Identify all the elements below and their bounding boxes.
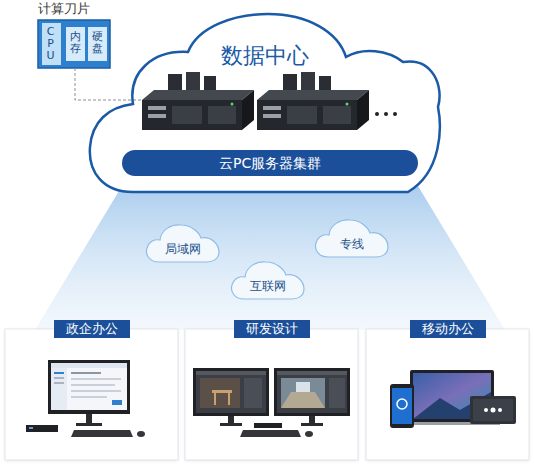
network-cloud: 局域网 [145,222,221,264]
panel-tab: 政企办公 [54,320,130,338]
blade-heading: 计算刀片 [38,1,90,17]
office-pc [26,360,145,437]
outline-path [316,220,389,257]
server-rack [142,72,254,130]
leader-line [75,68,146,100]
outline-path [90,14,440,192]
panel-tab: 研发设计 [234,320,310,338]
blade-box: 计算刀片CPU内存硬盘 [38,20,110,68]
blade-board [38,20,110,68]
scenario-panel: 政企办公 [5,329,178,460]
network-cloud: 互联网 [230,259,306,301]
network-label: 专线 [340,237,364,252]
design-workstation [193,368,350,437]
panel-ground [366,329,529,460]
bar-label: 云PC服务器集群 [219,150,321,176]
panel-tab: 移动办公 [410,320,486,338]
outline-path [232,262,305,299]
more-dots [375,112,397,116]
mobile-devices [390,370,516,428]
cluster-bar: 云PC服务器集群 [122,150,418,176]
network-label: 局域网 [165,242,201,257]
datacenter-cloud: 数据中心云PC服务器集群 [88,12,442,194]
network-cloud: 专线 [314,217,390,259]
server-rack [257,72,369,130]
chip-label: 内存 [70,31,81,55]
outline-path [147,225,220,262]
cloud-fill [90,14,440,192]
chip-label: CPU [45,26,56,62]
cloud-title: 数据中心 [221,42,309,70]
panel-ground [5,329,178,460]
scenario-panel: 移动办公 [366,329,529,460]
panel-ground [185,329,358,460]
chip-label: 硬盘 [92,31,103,55]
light-beam [35,186,505,330]
network-label: 互联网 [250,279,286,294]
scenario-panel: 研发设计 [185,329,358,460]
